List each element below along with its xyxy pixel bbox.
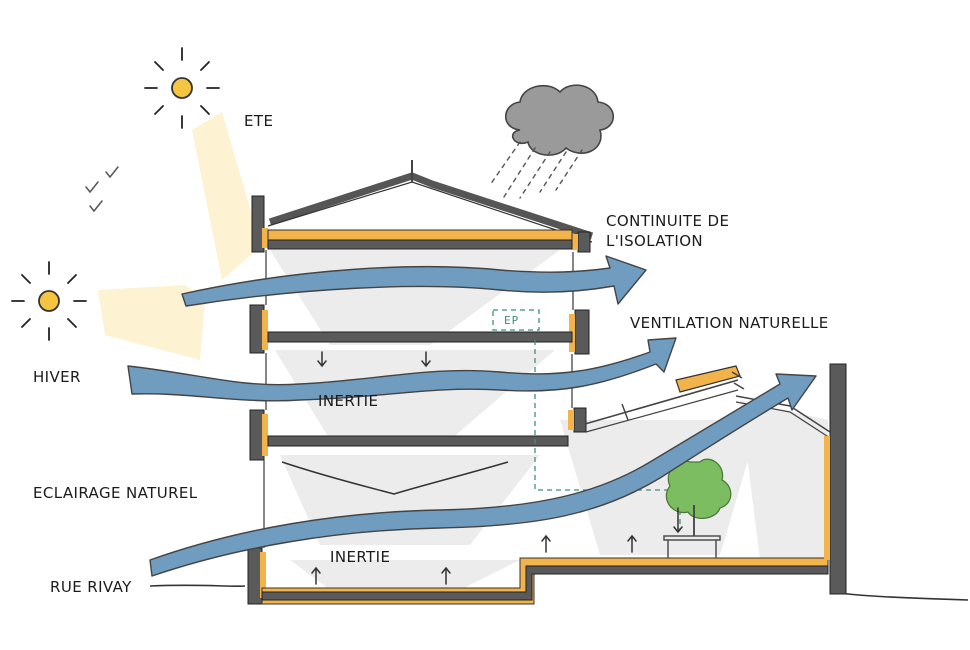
label-ete: ETE [244, 112, 274, 130]
airflow-arrow-lower [149, 373, 817, 577]
label-inertie-upper: INERTIE [318, 392, 379, 410]
birds-icon [85, 166, 119, 213]
roof [268, 172, 594, 240]
airflow-arrow-middle [127, 337, 677, 402]
ep-label: EP [504, 314, 519, 327]
airflow-arrow-top [181, 255, 647, 307]
label-continuite-line2: L'ISOLATION [606, 232, 704, 250]
building-structure [247, 160, 847, 605]
heat-arrows [311, 351, 683, 585]
sun-icon-winter [11, 261, 87, 341]
thermal-mass-curve [281, 461, 509, 495]
label-eclairage: ECLAIRAGE NATUREL [33, 484, 198, 502]
sun-icon-summer [144, 47, 220, 129]
tree-icon [663, 458, 732, 558]
label-rue-rivay: RUE RIVAY [50, 578, 132, 596]
label-hiver: HIVER [33, 368, 81, 386]
sunbeams [98, 112, 262, 360]
airflow-arrows [127, 255, 817, 577]
label-ventilation: VENTILATION NATURELLE [630, 314, 829, 332]
rain-cloud-icon [489, 84, 615, 201]
label-inertie-lower: INERTIE [330, 548, 391, 566]
label-continuite-line1: CONTINUITE DE [606, 212, 730, 230]
